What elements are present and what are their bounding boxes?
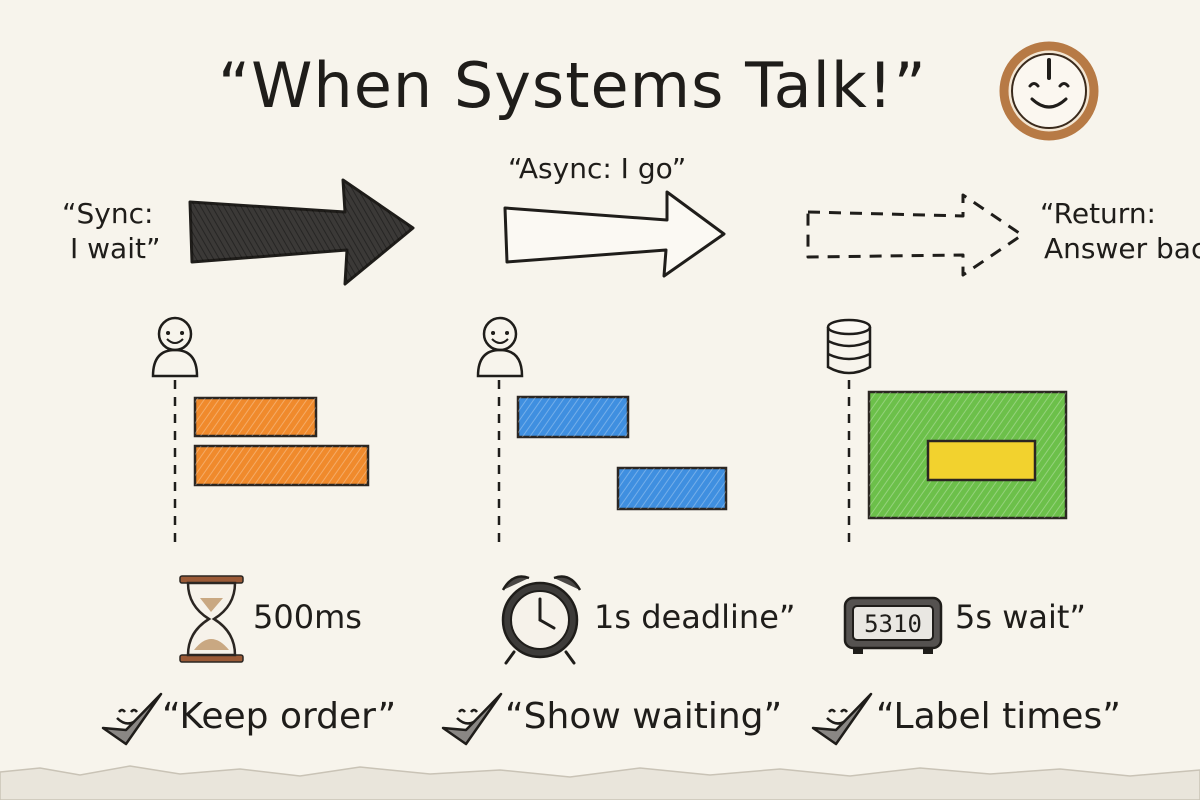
return-label-line1: “Return: [1040,197,1156,230]
return-label: “Return: Answer bac [1040,196,1200,266]
tip-keep-order: “Keep order” [162,696,397,737]
database-icon [826,318,872,375]
async-label: “Async: I go” [508,152,687,185]
digital-clock-icon: 5310 [843,596,943,654]
tip-show-waiting: “Show waiting” [505,696,783,737]
alarm-clock-icon [501,575,582,665]
return-box [867,390,1068,520]
return-label-line2: Answer bac [1044,232,1200,265]
user-icon-sync [151,316,199,378]
async-arrow [503,190,726,278]
digital-clock-display: 5310 [864,610,922,638]
sync-label-line1: “Sync: [62,197,154,230]
user-icon-async [476,316,524,378]
sync-bars [193,396,370,487]
sync-label-line2: I wait” [70,232,161,265]
return-inner-bar [926,439,1037,482]
async-bars [516,395,728,511]
smiling-clock-icon [999,41,1099,141]
smiley-check-icon-3 [811,692,873,746]
hourglass-icon [179,575,244,663]
torn-paper-edge [0,765,1200,800]
smiley-check-icon-1 [101,692,163,746]
sync-label: “Sync: I wait” [62,196,160,266]
timing-label-async: 1s deadline” [594,598,796,636]
page-title: “When Systems Talk!” [218,49,927,122]
sync-arrow [188,178,415,286]
timing-label-sync: 500ms [253,598,362,636]
tip-label-times: “Label times” [876,696,1121,737]
return-arrow [806,193,1024,277]
timing-label-return: 5s wait” [955,598,1086,636]
smiley-check-icon-2 [441,692,503,746]
